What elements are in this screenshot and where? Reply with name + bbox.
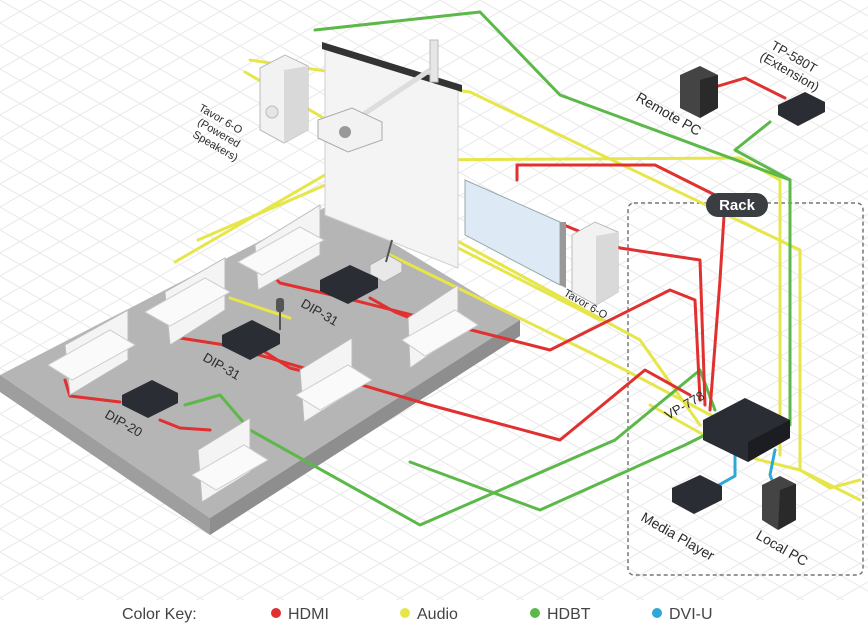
projection-screen — [322, 39, 462, 269]
dip-20-device — [122, 380, 178, 418]
speaker-icon — [571, 221, 619, 306]
laptop-icon — [401, 284, 479, 369]
display-icon — [464, 179, 566, 288]
hdbt-cable — [408, 433, 707, 512]
laptop-icon — [295, 337, 373, 423]
laptop-icon — [143, 257, 232, 346]
dip-31-device — [222, 320, 280, 360]
laptop-icon — [191, 417, 269, 503]
hdbt-key-label: HDBT — [547, 606, 591, 623]
vp-778-device — [703, 398, 790, 462]
rack-label: Rack — [719, 197, 756, 214]
laptop-icon — [47, 309, 136, 396]
laptop-icon — [236, 204, 326, 291]
rack-badge: Rack — [706, 193, 768, 217]
dvi-key-dot — [652, 608, 662, 618]
hdmi-cable — [513, 203, 707, 407]
hdmi-cable — [515, 163, 727, 412]
speaker-icon — [259, 54, 309, 144]
hdmi-cable — [63, 378, 122, 404]
hdmi-key-dot — [271, 608, 281, 618]
remote-pc-icon — [680, 66, 718, 118]
media-player-icon — [672, 475, 722, 514]
dvi-key-label: DVI-U — [669, 606, 713, 623]
audio-cable — [648, 403, 862, 502]
audio-cable — [798, 468, 862, 490]
hdmi-key-label: HDMI — [288, 606, 329, 623]
local-pc-icon — [762, 476, 796, 530]
dip-31-device — [320, 265, 378, 304]
hdmi-cable — [703, 76, 787, 100]
tp-580t-device — [778, 92, 825, 126]
color-key-title: Color Key: — [122, 606, 197, 623]
audio-key-dot — [400, 608, 410, 618]
microphone-icon — [276, 239, 403, 330]
audio-key-label: Audio — [417, 606, 458, 623]
room-floor-edge — [0, 375, 210, 535]
room-floor-edge-right — [210, 320, 520, 535]
room-floor — [0, 205, 520, 518]
hdmi-cable — [260, 263, 702, 402]
hdbt-cable — [313, 10, 792, 427]
hdmi-cable — [158, 418, 212, 432]
projector-icon — [317, 67, 432, 153]
hdbt-cable — [733, 120, 792, 182]
hdbt-key-dot — [530, 608, 540, 618]
color-key: Color Key: HDMI Audio HDBT DVI-U — [122, 606, 713, 623]
